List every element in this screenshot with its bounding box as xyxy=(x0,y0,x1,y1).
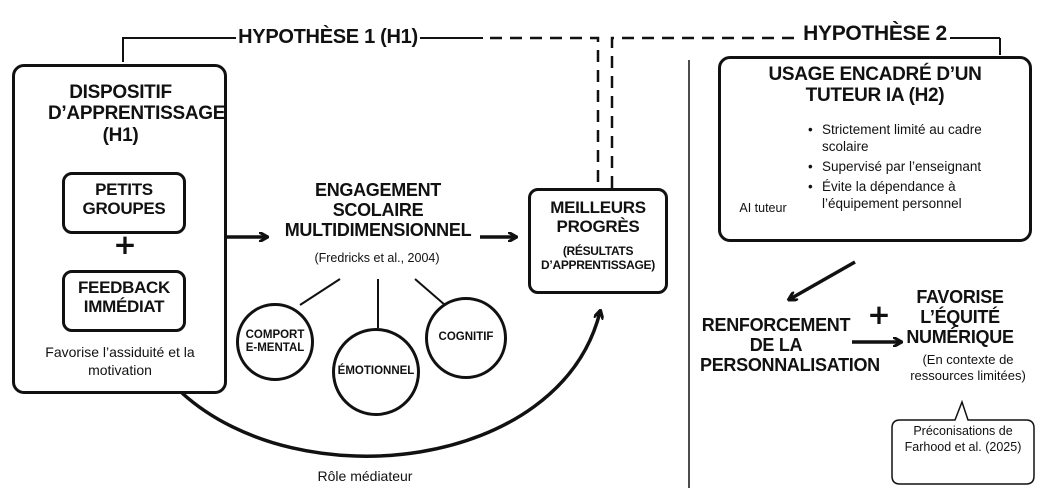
equite-title: FAVORISE L’ÉQUITÉ NUMÉRIQUE xyxy=(906,287,1014,348)
feedback-label: FEEDBACK IMMÉDIAT xyxy=(77,278,171,317)
progres-subtitle: (RÉSULTATS D’APPRENTISSAGE) xyxy=(541,244,655,273)
dispositif-title: DISPOSITIF D’APPRENTISSAGE (H1) xyxy=(48,82,226,146)
tuteur-bullet: Strictement limité au cadre scolaire xyxy=(808,122,1026,156)
branch-line xyxy=(414,278,446,306)
tuteur-bullet: Supervisé par l’enseignant xyxy=(808,159,1026,176)
tuteur-bullet-list: Strictement limité au cadre scolaire Sup… xyxy=(808,122,1026,215)
arrow-tuteur-renforcement xyxy=(790,260,856,299)
dispositif-caption: Favorise l’assiduité et la motivation xyxy=(45,344,195,378)
renforcement-label: RENFORCEMENT DE LA PERSONNALISATION xyxy=(700,315,880,376)
preconisations-label: Préconisations de Farhood et al. (2025) xyxy=(904,424,1022,454)
dimension-comportemental: COMPORTE-MENTAL xyxy=(236,303,314,381)
h2-dashed-line xyxy=(610,36,800,188)
tuteur-bullet: Évite la dépendance à l’équipement perso… xyxy=(808,179,1026,213)
h1-dashed-line xyxy=(490,36,600,188)
hypothesis-2-header: HYPOTHÈSE 2 xyxy=(803,22,947,45)
engagement-citation: (Fredricks et al., 2004) xyxy=(314,251,440,265)
petits-groupes-box xyxy=(62,172,186,234)
dimension-cognitif: COGNITIF xyxy=(425,297,507,379)
progres-title: MEILLEURS PROGRÈS xyxy=(550,198,646,237)
hypothesis-1-header: HYPOTHÈSE 1 (H1) xyxy=(238,26,418,48)
feedback-box xyxy=(62,270,186,332)
petits-groupes-label: PETITS GROUPES xyxy=(82,180,166,219)
ai-tuteur-label: AI tuteur xyxy=(739,201,787,215)
mediator-label: Rôle médiateur xyxy=(317,468,413,484)
equite-subtitle: (En contexte de ressources limitées) xyxy=(910,352,1026,384)
mediator-curve-arrow xyxy=(180,312,600,458)
plus-sign-2: + xyxy=(867,298,891,331)
branch-line xyxy=(299,278,341,306)
progres-box xyxy=(528,188,668,294)
preconisations-bubble xyxy=(891,399,1035,485)
h1-bracket-line xyxy=(122,37,236,62)
dimension-emotionnel: ÉMOTIONNEL xyxy=(332,328,420,416)
plus-sign: + xyxy=(113,228,137,261)
tuteur-title: USAGE ENCADRÉ D’UN TUTEUR IA (H2) xyxy=(768,64,982,107)
engagement-title: ENGAGEMENT SCOLAIRE MULTIDIMENSIONNEL xyxy=(284,180,472,241)
